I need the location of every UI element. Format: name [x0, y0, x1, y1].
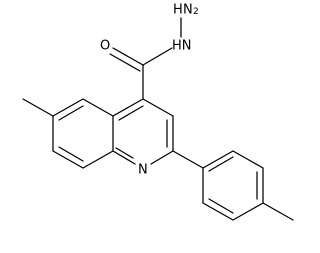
bond-c5-c6: [52, 98, 84, 117]
hydrazide-group: HN H N 2: [109, 3, 199, 100]
bond-c2-ipso: [172, 150, 204, 169]
bond-c2-n1: [150, 150, 174, 165]
carbonyl-o-label: O: [100, 39, 110, 54]
bond-ipso-ortho1-inner: [208, 156, 234, 172]
bond-meta2-ortho2-inner: [208, 198, 234, 214]
bond-para-meta2: [232, 202, 264, 221]
bond-carbonyl-o-b: [109, 53, 141, 72]
bond-carbonyl-nh: [142, 47, 173, 66]
ring-n-label: N: [138, 163, 148, 178]
bond-meta2-ortho2: [202, 202, 234, 221]
bond-c7-c8-inner: [58, 146, 84, 162]
bond-c6-methyl: [22, 98, 54, 117]
bond-c8-c8a: [82, 150, 114, 169]
nh2-subscript: 2: [193, 7, 199, 17]
bond-n1-c8a-inner: [115, 147, 134, 159]
bond-c4a-c5: [82, 98, 114, 117]
bond-ortho1-meta1: [232, 150, 264, 169]
bond-c7-c8: [52, 150, 84, 169]
bond-ipso-ortho1: [202, 150, 234, 169]
bond-c4a-c4-inner: [118, 105, 144, 121]
bond-c4-c3: [142, 98, 174, 117]
nh2-n-label: N: [183, 3, 193, 18]
nh2-h-label: H: [173, 3, 183, 18]
bond-c4a-c4: [112, 98, 144, 117]
bond-para-methyl: [262, 202, 294, 221]
quinoline-ring: N: [22, 98, 174, 178]
bond-n1-c8a: [112, 150, 136, 165]
p-tolyl-group: [172, 150, 294, 221]
bond-carbonyl-o-a: [112, 47, 144, 66]
bond-c5-c6-inner: [58, 105, 84, 121]
nh-label: HN: [172, 39, 192, 54]
